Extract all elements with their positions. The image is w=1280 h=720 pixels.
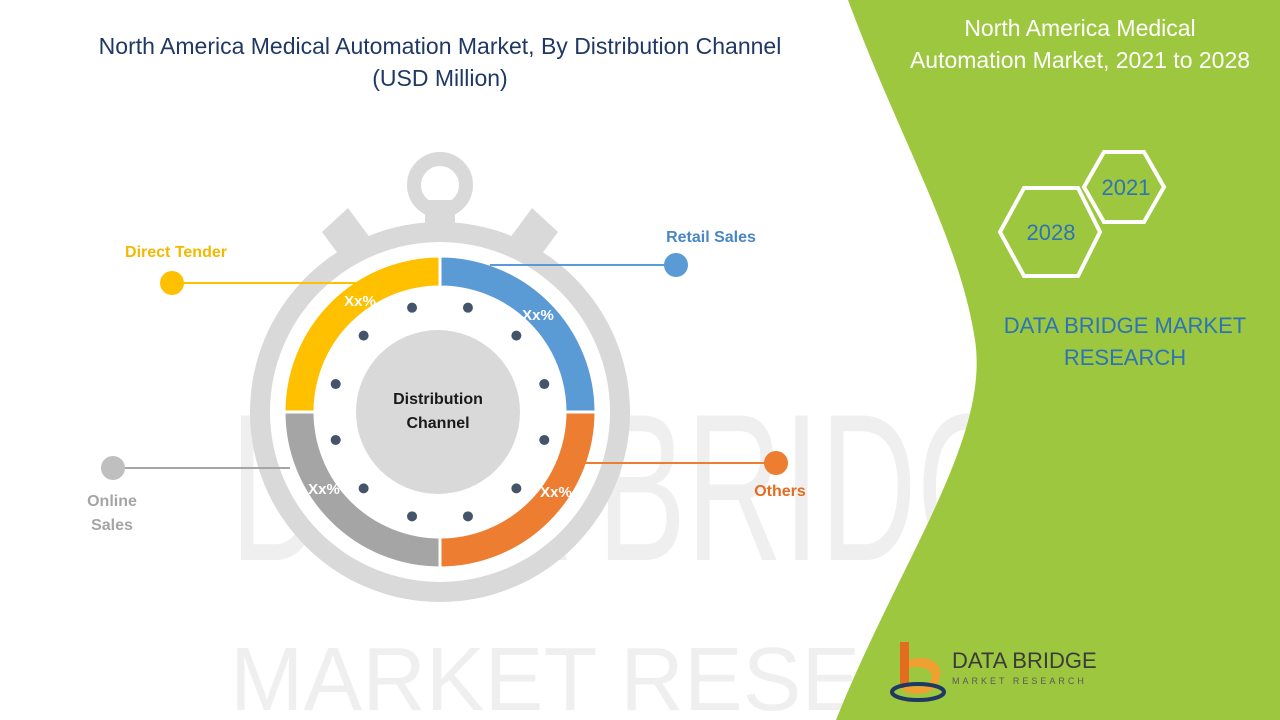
dial-dot <box>462 302 473 313</box>
data-bridge-logo-icon <box>890 642 946 702</box>
year-hexagons <box>997 150 1167 278</box>
dial-dot <box>462 511 473 522</box>
segment-label-direct-tender: Xx% <box>344 293 376 310</box>
side-panel-title: North America Medical Automation Market,… <box>880 12 1280 76</box>
dial-dot <box>358 483 369 494</box>
dial-dot <box>358 330 369 341</box>
dial-dot <box>330 379 341 390</box>
hexagon-2021 <box>1081 150 1167 224</box>
brand-research-text: DATA BRIDGE MARKET RESEARCH <box>985 310 1265 374</box>
marker-others <box>764 451 788 475</box>
marker-retail-sales <box>664 253 688 277</box>
center-label-line1: Distribution <box>393 391 483 408</box>
marker-direct-tender <box>160 271 184 295</box>
segment-label-others: Xx% <box>540 484 572 501</box>
marker-online-sales <box>101 456 125 480</box>
dial-dot <box>511 483 522 494</box>
segment-label-online-sales: Xx% <box>308 481 340 498</box>
logo-name: DATA BRIDGE <box>952 648 1097 673</box>
brand-research-line2: RESEARCH <box>1063 345 1187 370</box>
side-panel-title-line1: North America Medical <box>964 15 1196 41</box>
brand-research-line1: DATA BRIDGE MARKET <box>1003 313 1247 338</box>
logo-tagline: MARKET RESEARCH <box>952 676 1087 686</box>
dial-dot <box>330 434 341 445</box>
dial-dot <box>539 379 550 390</box>
legend-online-sales-line1: Online <box>87 493 137 510</box>
dial-dot <box>407 511 418 522</box>
chart-title-line1: North America Medical Automation Market,… <box>98 33 782 59</box>
legend-online-sales-line2: Sales <box>91 517 133 534</box>
center-label-line2: Channel <box>406 415 469 432</box>
side-panel <box>836 0 1280 720</box>
dial-dot <box>407 302 418 313</box>
dial-dot <box>539 434 550 445</box>
legend-retail-sales: Retail Sales <box>666 229 756 246</box>
dial-dot <box>511 330 522 341</box>
legend-others: Others <box>754 483 806 500</box>
hexagon-2028 <box>997 186 1103 278</box>
side-panel-title-line2: Automation Market, 2021 to 2028 <box>909 47 1251 73</box>
chart-title: North America Medical Automation Market,… <box>40 30 840 94</box>
segment-label-retail-sales: Xx% <box>522 307 554 324</box>
dial-dots <box>330 302 550 522</box>
leaders <box>101 253 788 480</box>
legend-direct-tender: Direct Tender <box>125 244 227 261</box>
year-end-label: 2028 <box>1027 220 1076 245</box>
chart-title-line2: (USD Million) <box>372 65 508 91</box>
center-disc <box>356 330 520 494</box>
donut-chart <box>282 254 598 570</box>
year-start-label: 2021 <box>1102 175 1151 200</box>
